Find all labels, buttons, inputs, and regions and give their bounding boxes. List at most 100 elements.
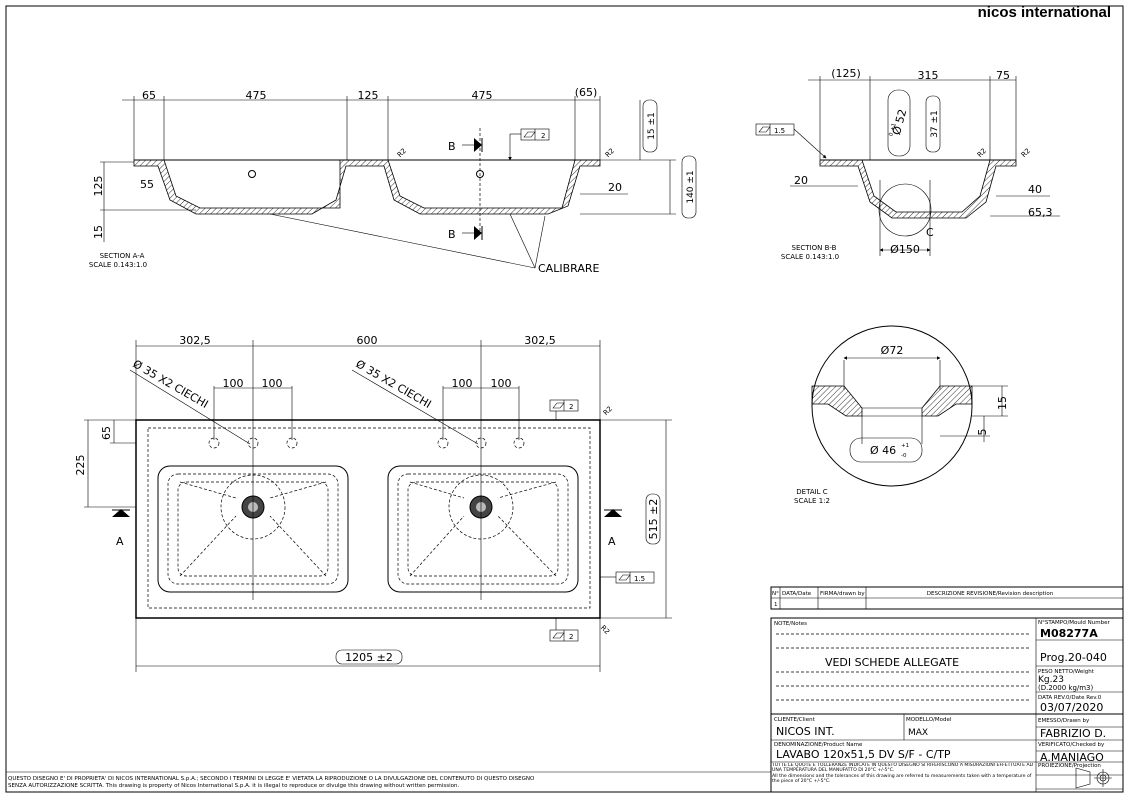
dim-100-c: 100 bbox=[452, 377, 473, 390]
r2-label-bb-b: R2 bbox=[1020, 147, 1032, 159]
dim-302-5-left: 302,5 bbox=[179, 334, 211, 347]
brand-logo: nicos international bbox=[978, 4, 1111, 21]
section-a-label-left: A bbox=[116, 535, 124, 548]
footer-line-2: SENZA AUTORIZZAZIONE SCRITTA. This drawi… bbox=[8, 783, 459, 789]
section-bb-title: SECTION B-B bbox=[792, 244, 837, 252]
rev-row-n: 1 bbox=[774, 602, 778, 608]
flatness-value-aa: 2 bbox=[541, 132, 545, 140]
notes-label: NOTE/Notes bbox=[774, 621, 807, 627]
title-block: NOTE/Notes VEDI SCHEDE ALLEGATE N°STAMPO… bbox=[770, 617, 1124, 793]
dim-1205: 1205 ±2 bbox=[345, 651, 393, 664]
dim-65-plan: 65 bbox=[100, 426, 113, 440]
section-b-label-top: B bbox=[448, 140, 456, 153]
plan-outline bbox=[135, 419, 601, 619]
tolerance-note-en: All the dimensions and the tolerances of… bbox=[772, 773, 1032, 785]
r2-label-bb-a: R2 bbox=[976, 147, 988, 159]
dim-40-bb: 40 bbox=[1028, 183, 1042, 196]
section-a-label-right: A bbox=[608, 535, 616, 548]
date-value: 03/07/2020 bbox=[1040, 701, 1103, 714]
flatness-box-bb bbox=[755, 123, 795, 136]
rev-col-date: DATA/Date bbox=[782, 591, 812, 597]
holes-label-right: Ø 35 X2 CIECHI bbox=[354, 357, 434, 411]
dim-100-d: 100 bbox=[491, 377, 512, 390]
mould-label: N°STAMPO/Mould Number bbox=[1038, 620, 1110, 626]
rev-col-drawn: FIRMA/drawn by bbox=[820, 591, 865, 597]
dim-100-a: 100 bbox=[223, 377, 244, 390]
model-label: MODELLO/Model bbox=[906, 717, 952, 723]
dim-20-aa: 20 bbox=[608, 181, 622, 194]
drawn-value: FABRIZIO D. bbox=[1040, 727, 1106, 740]
revision-table: N° DATA/Date FIRMA/drawn by DESCRIZIONE … bbox=[770, 586, 1124, 610]
section-bb-scale: SCALE 0.143:1.0 bbox=[781, 253, 839, 261]
dim-225: 225 bbox=[74, 455, 87, 476]
dim-15-tol: 15 ±1 bbox=[647, 112, 657, 140]
client-value: NICOS INT. bbox=[776, 725, 835, 738]
r2-label-aa-b: R2 bbox=[604, 147, 616, 159]
dim-150: Ø150 bbox=[890, 243, 920, 256]
section-aa-title: SECTION A-A bbox=[100, 252, 145, 260]
dim-315: 315 bbox=[918, 69, 939, 82]
client-label: CLIENTE/Client bbox=[774, 717, 816, 723]
checked-value: A.MANIAGO bbox=[1040, 751, 1104, 764]
dim-15-detail: 15 bbox=[996, 396, 1009, 410]
holes-label-left: Ø 35 X2 CIECHI bbox=[131, 357, 211, 411]
dim-65: 65 bbox=[142, 89, 156, 102]
dim-46: Ø 46 bbox=[870, 444, 896, 457]
dim-5-detail: 5 bbox=[976, 429, 989, 436]
dim-125-bb: (125) bbox=[831, 67, 861, 80]
dim-65-3: 65,3 bbox=[1028, 206, 1053, 219]
model-value: MAX bbox=[908, 728, 928, 738]
drawing-border bbox=[5, 5, 1124, 793]
section-bb: (125) 315 75 1.5 Ø 52 0 +1 37 ±1 R2 R2 2… bbox=[755, 67, 1060, 261]
dim-475-a: 475 bbox=[246, 89, 267, 102]
overflow-hole-left bbox=[248, 170, 256, 178]
r2-label-aa-a: R2 bbox=[396, 147, 408, 159]
section-aa-profile bbox=[133, 159, 601, 215]
mould-value: M08277A bbox=[1040, 627, 1098, 640]
detail-c-outline bbox=[811, 325, 973, 487]
dim-20-bb: 20 bbox=[794, 174, 808, 187]
r2-plan-top: R2 bbox=[602, 405, 614, 417]
flatness-value-plan-top: 2 bbox=[569, 403, 573, 411]
weight-value: Kg.23 bbox=[1038, 675, 1064, 685]
dim-72: Ø72 bbox=[881, 344, 904, 357]
dim-100-b: 100 bbox=[262, 377, 283, 390]
date-label: DATA REV.0/Date Rev.0 bbox=[1038, 695, 1102, 701]
dim-left-125: 125 bbox=[92, 176, 105, 197]
dim-600: 600 bbox=[357, 334, 378, 347]
drawn-label: EMESSO/Drawn by bbox=[1038, 718, 1090, 724]
density-value: (D.2000 kg/m3) bbox=[1038, 684, 1094, 692]
detail-c-title: DETAIL C bbox=[796, 488, 828, 496]
dim-46-tol-minus: -0 bbox=[901, 453, 907, 459]
section-aa-scale: SCALE 0.143:1.0 bbox=[89, 261, 147, 269]
detail-c-circle bbox=[878, 183, 932, 237]
dim-phi-tol: 0 +1 bbox=[888, 123, 897, 137]
prog-value: Prog.20-040 bbox=[1040, 651, 1107, 664]
section-b-label-bottom: B bbox=[448, 228, 456, 241]
flatness-value-plan-right: 1.5 bbox=[634, 575, 645, 583]
detail-c: Ø72 Ø 46 +1 -0 15 5 DETAIL C SCALE 1:2 bbox=[794, 325, 1009, 505]
dim-140-tol: 140 ±1 bbox=[686, 170, 696, 203]
rev-col-n: N° bbox=[772, 591, 779, 597]
dim-302-5-right: 302,5 bbox=[524, 334, 556, 347]
checked-label: VERIFICATO/Checked by bbox=[1038, 742, 1105, 748]
dim-55: 55 bbox=[140, 178, 154, 191]
dim-515: 515 ±2 bbox=[647, 499, 660, 540]
basin-right bbox=[387, 465, 579, 593]
calibrare-label: CALIBRARE bbox=[538, 262, 599, 275]
section-bb-profile bbox=[819, 159, 1017, 219]
dim-475-b: 475 bbox=[472, 89, 493, 102]
dim-left-15: 15 bbox=[92, 225, 105, 239]
r2-plan-bottom: R2 bbox=[599, 624, 611, 636]
flatness-value-plan-bottom: 2 bbox=[569, 633, 573, 641]
detail-c-scale: SCALE 1:2 bbox=[794, 497, 830, 505]
product-value: LAVABO 120x51,5 DV S/F - C/TP bbox=[776, 748, 951, 761]
rev-col-desc: DESCRIZIONE REVISIONE/Revision descripti… bbox=[927, 591, 1054, 597]
tolerance-note-it: TUTTE LE QUOTE E TOLLERANZE INDICATE IN … bbox=[772, 763, 1034, 774]
projection-symbol-icon bbox=[1075, 767, 1112, 789]
plan-view: 302,5 600 302,5 100 100 100 100 Ø 35 X2 … bbox=[74, 334, 672, 672]
dim-125: 125 bbox=[358, 89, 379, 102]
footer-line-1: QUESTO DISEGNO E' DI PROPRIETA' DI NICOS… bbox=[8, 776, 535, 782]
section-aa: 65 475 125 475 (65) 125 15 55 B B 2 R2 R… bbox=[89, 86, 697, 275]
